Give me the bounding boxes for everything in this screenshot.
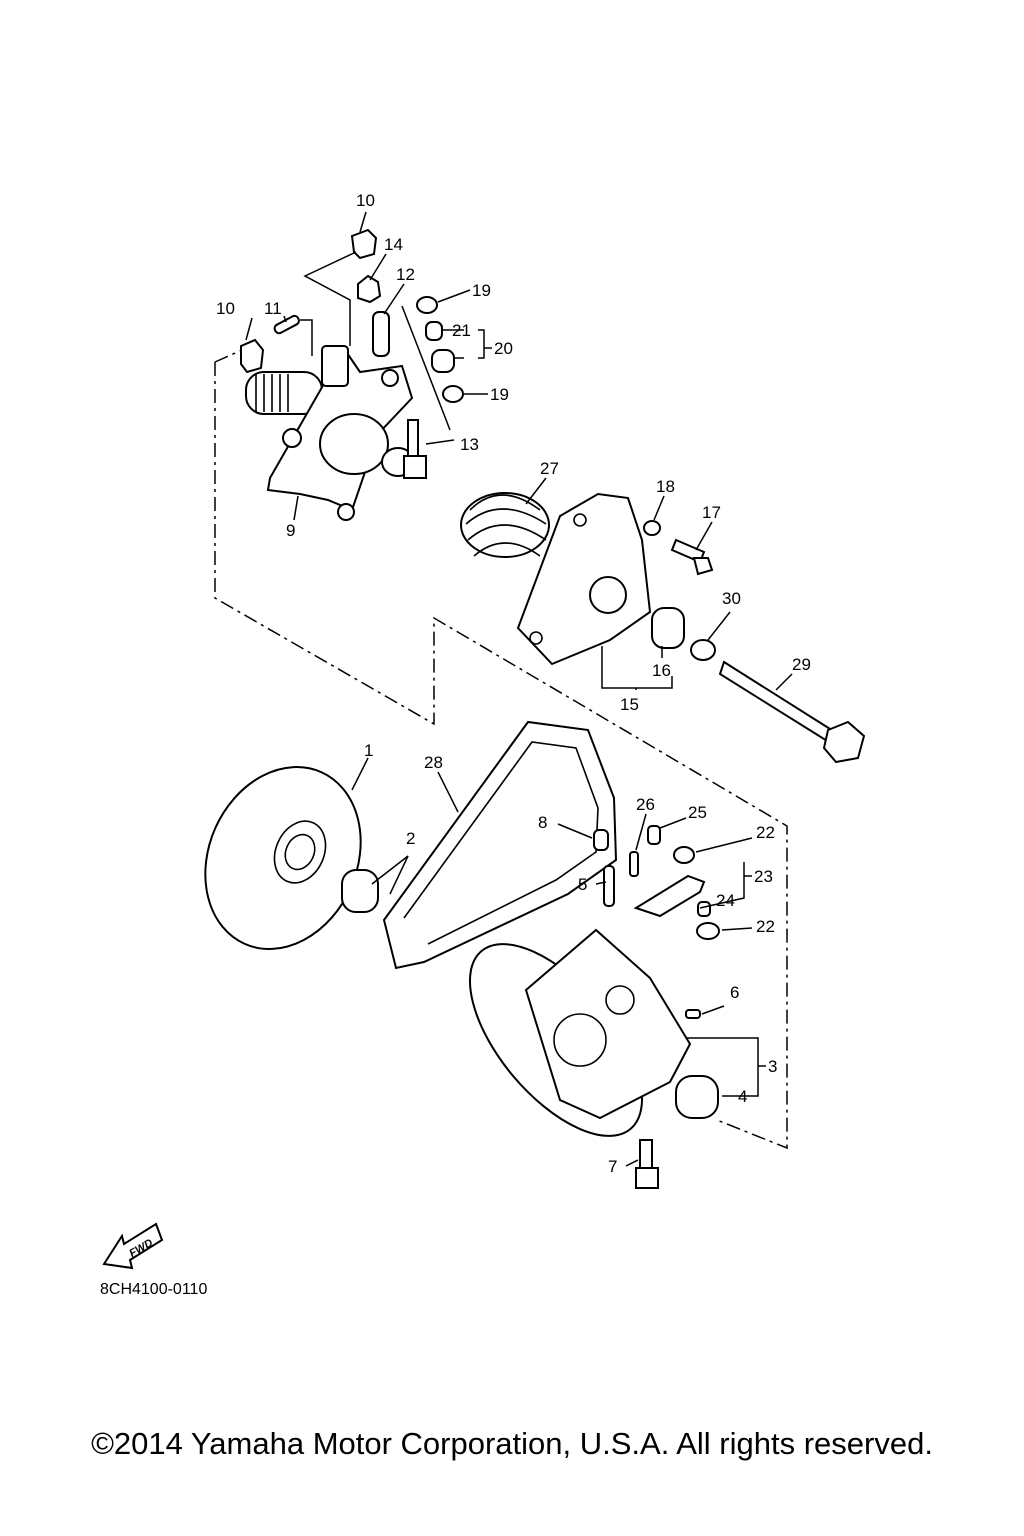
fixed-sheave	[204, 766, 379, 950]
weight-10-lower	[240, 338, 265, 374]
bushing-2	[341, 869, 379, 913]
copyright-notice: ©2014 Yamaha Motor Corporation, U.S.A. A…	[91, 1426, 933, 1461]
callout-14: 14	[384, 235, 403, 254]
callout-19-lower: 19	[490, 385, 509, 404]
callout-4: 4	[738, 1087, 747, 1106]
callout-17: 17	[702, 503, 721, 522]
nut-14	[357, 274, 382, 304]
pin-12	[372, 311, 390, 357]
secondary-sheave	[468, 928, 719, 1137]
secondary-hardware	[593, 825, 720, 1189]
weight-10-upper	[350, 228, 378, 260]
callout-10-upper: 10	[356, 191, 375, 210]
ramp-23	[633, 874, 706, 918]
bolt-17-head	[692, 557, 714, 576]
callout-11: 11	[264, 299, 282, 318]
callout-26: 26	[636, 795, 655, 814]
pin-24	[697, 901, 711, 917]
callout-6: 6	[730, 983, 739, 1002]
spring	[460, 492, 550, 558]
callout-13: 13	[460, 435, 479, 454]
sheave-hardware	[240, 228, 464, 479]
callout-22-upper: 22	[756, 823, 775, 842]
assembly-guide-lines	[214, 349, 788, 1150]
callout-19-upper: 19	[472, 281, 491, 300]
bolt-29	[718, 660, 840, 746]
pin-11	[273, 314, 300, 335]
forward-arrow-icon: FWD	[102, 1222, 164, 1270]
cam-cover	[516, 492, 866, 764]
callout-3: 3	[768, 1057, 777, 1076]
callout-20: 20	[494, 339, 513, 358]
callout-28: 28	[424, 753, 443, 772]
callout-15: 15	[620, 695, 639, 714]
bolt-7-head	[635, 1167, 659, 1189]
pin-25	[647, 825, 661, 845]
bolt-13-head	[403, 455, 427, 479]
callout-18: 18	[656, 477, 675, 496]
callout-8: 8	[538, 813, 547, 832]
drive-belt	[382, 720, 618, 970]
callout-9: 9	[286, 521, 295, 540]
callout-23: 23	[754, 867, 773, 886]
callout-27: 27	[540, 459, 559, 478]
bushing-16	[651, 607, 685, 649]
bolt-29-head	[822, 720, 866, 764]
callout-2: 2	[406, 829, 415, 848]
bushing-4	[675, 1075, 719, 1119]
pin-26	[629, 851, 639, 877]
callout-1: 1	[364, 741, 373, 760]
callout-21: 21	[452, 321, 471, 340]
diagram-code: 8CH4100-0110	[100, 1281, 208, 1298]
callout-labels: 1 2 3 4 5 6 7 8 9 10 10 11 12 13 14 15 1…	[216, 191, 811, 1176]
bolt-13	[407, 419, 419, 461]
callout-10-lower: 10	[216, 299, 235, 318]
collar-20	[431, 349, 455, 373]
callout-25: 25	[688, 803, 707, 822]
callout-7: 7	[608, 1157, 617, 1176]
callout-12: 12	[396, 265, 415, 284]
callout-16: 16	[652, 661, 671, 680]
callout-30: 30	[722, 589, 741, 608]
nut-8	[593, 829, 609, 851]
collar-21	[425, 321, 443, 341]
washer-18	[643, 520, 661, 536]
callout-29: 29	[792, 655, 811, 674]
setscrew-6	[685, 1009, 701, 1019]
primary-sheave-assembly	[245, 345, 415, 521]
callout-22-lower: 22	[756, 917, 775, 936]
callout-5: 5	[578, 875, 587, 894]
leader-lines	[245, 211, 793, 1167]
washer-19-upper	[416, 296, 438, 314]
washer-22-lower	[696, 922, 720, 940]
bolt-7	[639, 1139, 653, 1171]
pin-5	[603, 865, 615, 907]
washer-30	[690, 639, 716, 661]
washer-22-upper	[673, 846, 695, 864]
washer-19-lower	[442, 385, 464, 403]
callout-24: 24	[716, 891, 735, 910]
